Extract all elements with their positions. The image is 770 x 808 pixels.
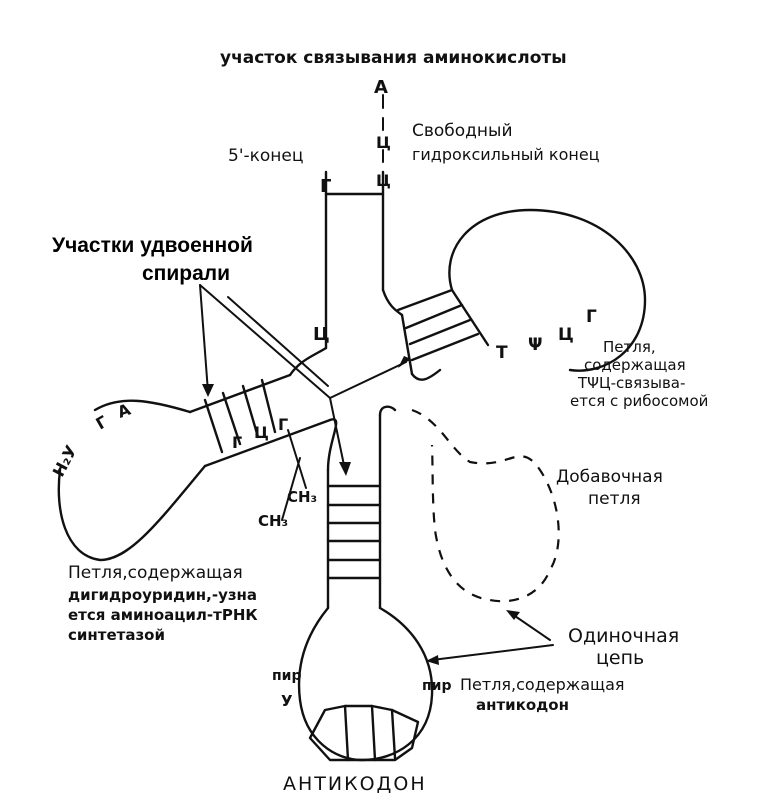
- nuc-ch3-a: СН₃: [287, 488, 317, 506]
- label-dihydro-3: ется аминоацил-тРНК: [68, 606, 258, 624]
- nuc-g-loop: Г: [586, 307, 597, 327]
- acceptor-stem: [324, 94, 385, 350]
- label-free-end-2: гидроксильный конец: [412, 145, 600, 164]
- tpsic-arm: [381, 208, 647, 381]
- nuc-g-stem2: Г: [278, 415, 288, 434]
- nuc-c-stem: Ц: [254, 423, 269, 442]
- nuc-c1: Ц: [376, 133, 391, 152]
- nuc-c-left: Ц: [313, 324, 330, 345]
- label-dihydro-4: синтетазой: [68, 626, 165, 644]
- nuc-c-loop: Ц: [558, 325, 574, 345]
- nuc-pur-left: пир: [272, 668, 302, 684]
- label-anticodon: АНТИКОДОН: [283, 773, 427, 795]
- label-tpsic-3: ТΨЦ-связыва-: [577, 374, 685, 392]
- nuc-psi: Ψ: [528, 335, 542, 355]
- pointer-lines: [199, 284, 554, 665]
- label-anticodon-loop-2: антикодон: [476, 696, 569, 714]
- extra-loop: [411, 408, 560, 603]
- label-dihydro-1: Петля,содержащая: [68, 563, 243, 583]
- label-anticodon-loop-1: Петля,содержащая: [460, 675, 625, 694]
- label-dihydro-2: дигидроуридин,-узна: [68, 586, 257, 604]
- label-tpsic-1: Петля,: [603, 338, 656, 356]
- labels: участок связывания аминокислоты Свободны…: [52, 48, 708, 795]
- label-extra-2: петля: [588, 489, 641, 509]
- label-single-1: Одиночная: [568, 625, 679, 647]
- label-amino-site: участок связывания аминокислоты: [220, 48, 567, 68]
- nuc-c2: Ц: [376, 171, 391, 190]
- nuc-u-left: У: [281, 692, 293, 710]
- nuc-pur-right: пир: [422, 678, 452, 694]
- nuc-g-top: Г: [320, 176, 331, 197]
- nuc-a-top: А: [374, 77, 388, 98]
- nuc-g-d: Г: [93, 412, 111, 434]
- label-single-2: цепь: [596, 647, 644, 669]
- label-extra-1: Добавочная: [556, 467, 663, 487]
- label-tpsic-4: ется с рибосомой: [570, 392, 708, 410]
- nuc-g-stem: Г: [232, 433, 242, 452]
- nuc-a-d: А: [115, 399, 134, 421]
- anticodon-arm: [297, 405, 434, 762]
- label-helix-1: Участки удвоенной: [52, 234, 253, 257]
- d-arm: [57, 346, 338, 562]
- nucleotides: А Ц Ц Г Ц Т Ψ Ц Г Н₂У Г А Г Ц Г СН₃ СН₃ …: [49, 77, 597, 710]
- nuc-h2u: Н₂У: [49, 442, 81, 480]
- label-helix-2: спирали: [142, 262, 230, 285]
- nuc-t-loop: Т: [496, 343, 508, 363]
- label-five-prime: 5'-конец: [228, 146, 303, 166]
- nuc-ch3-b: СН₃: [258, 512, 288, 530]
- label-tpsic-2: содержащая: [584, 356, 686, 374]
- label-free-end-1: Свободный: [412, 121, 513, 141]
